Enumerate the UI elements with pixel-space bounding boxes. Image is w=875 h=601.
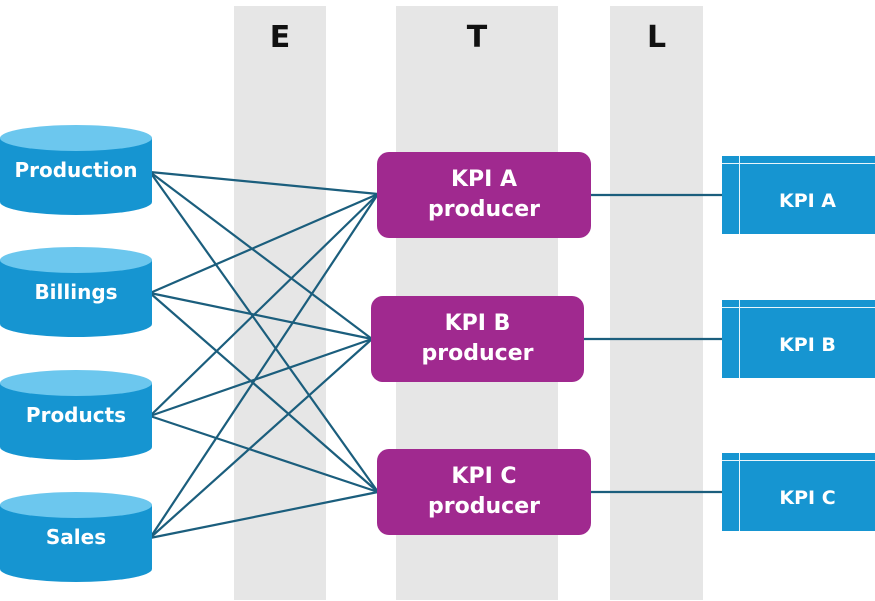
stage-label-t: T [466,20,488,55]
source-label: Production [14,158,138,182]
producer-subtitle: producer [428,197,540,222]
target-table-kpi-b: KPI B [722,300,875,378]
source-label: Sales [45,525,107,549]
source-db-sales: Sales [0,491,152,583]
link-products-kpi-b [149,337,373,418]
link-products-kpi-a [149,193,379,417]
database-icon [0,247,152,337]
link-billings-kpi-a [149,192,379,295]
table-index-line [739,453,740,531]
target-table-kpi-a: KPI A [722,156,875,234]
database-icon [0,370,152,460]
link-production-kpi-c [149,171,379,493]
stage-column-load: L [610,6,703,600]
producer-kpi-a: KPI A producer [377,152,591,238]
producer-subtitle: producer [428,494,540,519]
link-production-kpi-b [149,171,373,340]
link-billings-kpi-b [149,291,373,341]
link-sales-kpi-a [149,193,379,539]
target-table-kpi-c: KPI C [722,453,875,531]
table-header-line [722,307,875,308]
link-production-kpi-a [149,170,379,196]
source-db-production: Production [0,124,152,216]
producer-title: KPI A [450,167,518,192]
producer-kpi-b: KPI B producer [371,296,584,382]
table-index-line [739,300,740,378]
source-db-billings: Billings [0,246,152,338]
producer-kpi-c: KPI C producer [377,449,591,535]
link-billings-kpi-c [149,292,379,493]
table-header-line [722,163,875,164]
link-sales-kpi-b [149,338,373,539]
target-label: KPI A [778,190,837,212]
producer-title: KPI B [444,311,511,336]
database-icon [0,125,152,215]
database-icon [0,492,152,582]
source-label: Products [25,403,127,427]
link-products-kpi-c [149,414,379,494]
producer-subtitle: producer [421,341,534,366]
source-db-products: Products [0,369,152,461]
target-label: KPI C [779,487,836,509]
link-sales-kpi-c [149,490,379,540]
stage-label-e: E [269,20,291,55]
target-label: KPI B [779,334,836,356]
table-header-line [722,460,875,461]
table-index-line [739,156,740,234]
producer-title: KPI C [451,464,517,489]
stage-label-l: L [646,20,667,55]
stage-column-extract: E [234,6,326,600]
source-label: Billings [34,280,118,304]
